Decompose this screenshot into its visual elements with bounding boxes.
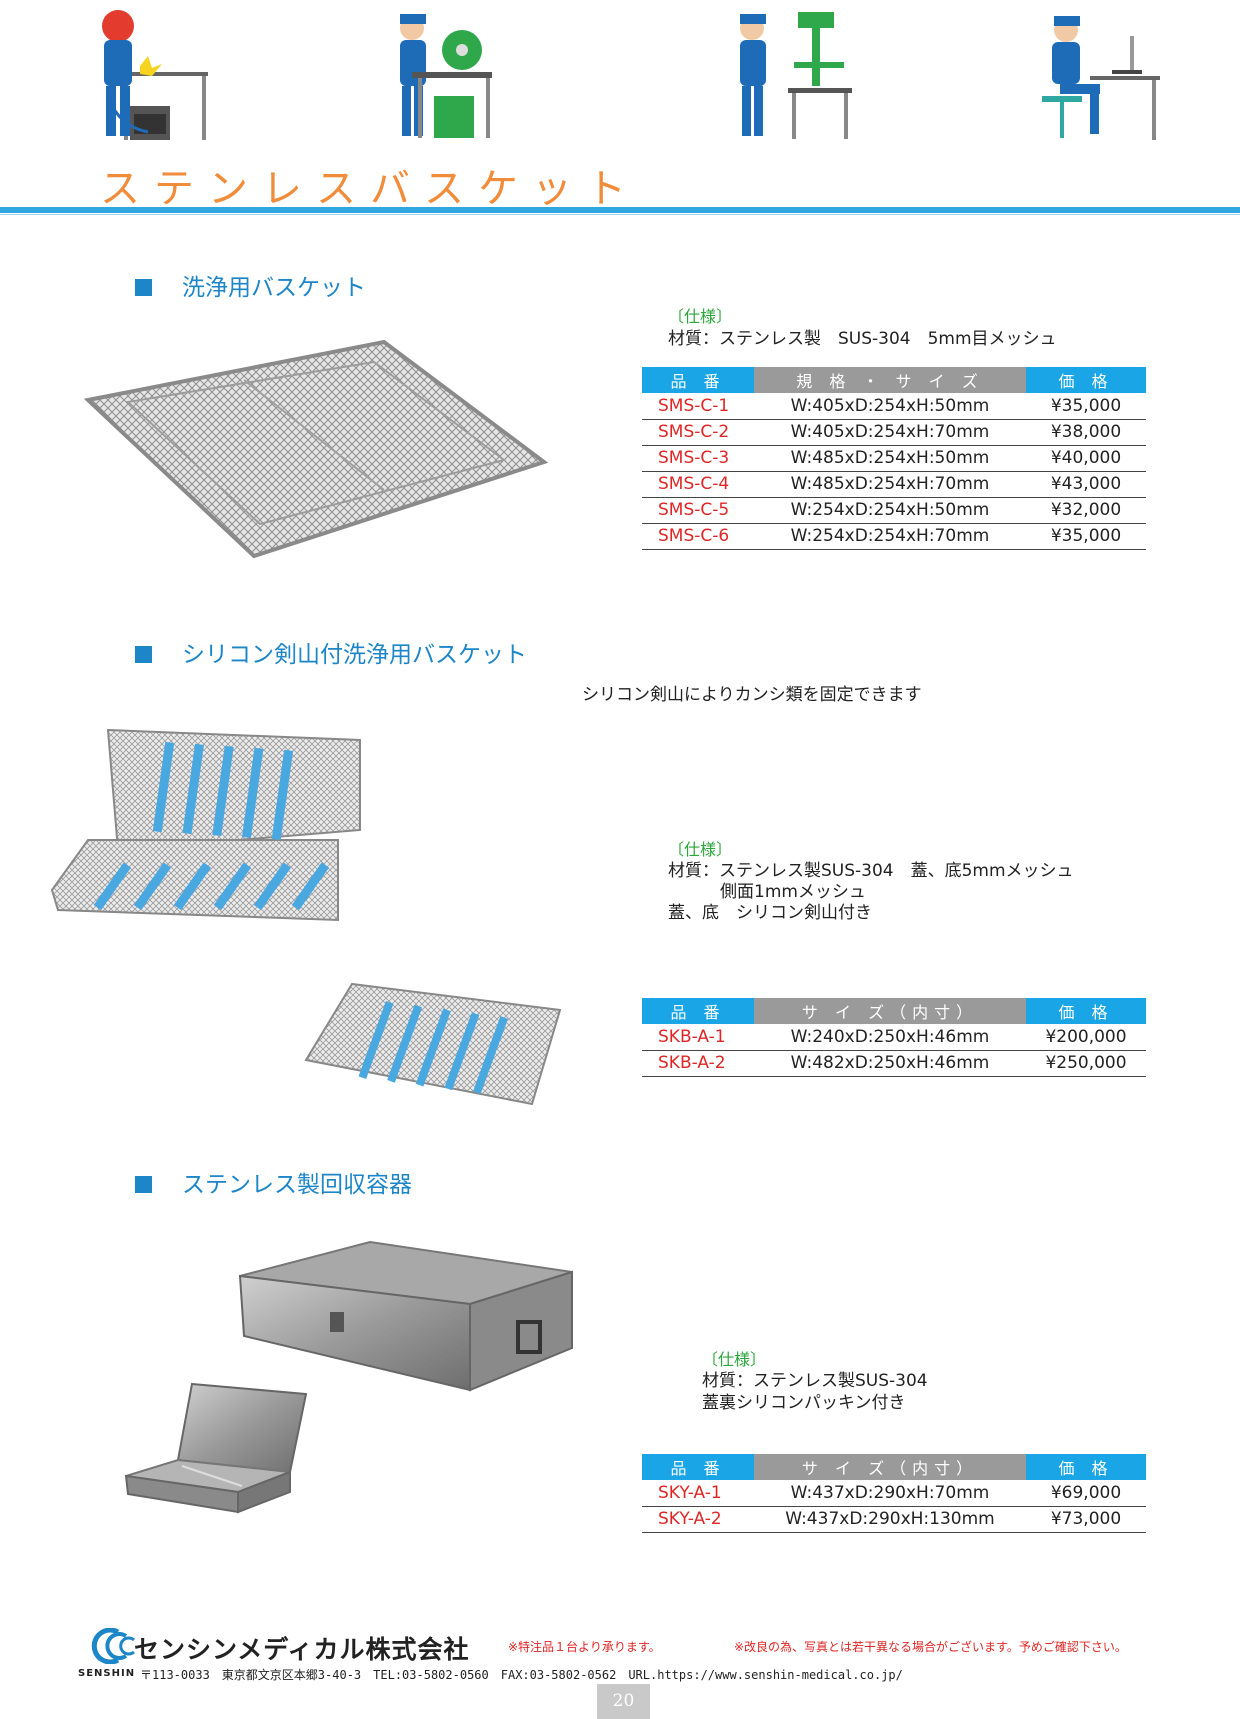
title-underline [0,207,1240,213]
square-bullet-icon [135,1176,152,1193]
product-price: ¥35,000 [1026,393,1146,420]
product-code: SKY-A-2 [642,1506,754,1533]
spec-material: 材質：ステンレス製 SUS-304 5mm目メッシュ [668,329,1057,349]
computer-worker-illustration [1042,16,1160,140]
page-title: ステンレスバスケット [100,166,640,212]
steel-container-closed-photo [238,1240,573,1392]
page-number: 20 [597,1684,650,1719]
product-size: W:485xD:254xH:50mm [754,445,1026,472]
product-price: ¥250,000 [1026,1050,1146,1077]
spec-silicone: 蓋、底 シリコン剣山付き [668,903,872,923]
col-header-size: 規 格 ・ サ イ ズ [754,367,1026,393]
spec-material: 材質：ステンレス製SUS-304 蓋、底5mmメッシュ [668,861,1074,881]
spec-lid-gasket: 蓋裏シリコンパッキン付き [702,1393,906,1413]
mesh-basket-photo [84,340,549,559]
section-heading-recovery-container: ステンレス製回収容器 [135,1165,412,1199]
company-name: センシンメディカル株式会社 [134,1635,470,1664]
product-code: SMS-C-3 [642,445,754,472]
section-heading-washing-basket: 洗浄用バスケット [135,268,366,302]
table-header-row: 品 番 規 格 ・ サ イ ズ 価 格 [642,367,1146,393]
welder-illustration [102,10,208,140]
product-code: SKB-A-2 [642,1050,754,1077]
product-code: SMS-C-2 [642,419,754,446]
drill-press-worker-illustration [740,12,852,139]
col-header-code: 品 番 [642,367,754,393]
product-size: W:405xD:254xH:70mm [754,419,1026,446]
product-code: SKY-A-1 [642,1480,754,1507]
product-price: ¥43,000 [1026,471,1146,498]
product-size: W:254xD:254xH:50mm [754,497,1026,524]
custom-order-note: ※特注品１台より承ります。 [508,1640,661,1654]
product-size: W:485xD:254xH:70mm [754,471,1026,498]
col-header-code: 品 番 [642,1454,754,1480]
title-underline-thin [0,214,1240,215]
product-size: W:254xD:254xH:70mm [754,523,1026,550]
square-bullet-icon [135,646,152,663]
product-size: W:240xD:250xH:46mm [754,1024,1026,1051]
table-header-row: 品 番 サ イ ズ（内寸） 価 格 [642,998,1146,1024]
senshin-logo-icon [91,1628,135,1664]
product-price: ¥35,000 [1026,523,1146,550]
product-price: ¥38,000 [1026,419,1146,446]
product-price: ¥200,000 [1026,1024,1146,1051]
steel-container-open-photo [124,1382,308,1514]
company-address: 〒113-0033 東京都文京区本郷3-40-3 TEL:03-5802-056… [140,1668,903,1682]
product-code: SMS-C-4 [642,471,754,498]
section-tagline: シリコン剣山によりカンシ類を固定できます [582,685,922,705]
spec-label: 〔仕様〕 [668,840,733,859]
cutter-worker-illustration [400,14,492,138]
col-header-price: 価 格 [1026,367,1146,393]
spec-side-mesh: 側面1mmメッシュ [720,882,866,902]
product-size: W:405xD:254xH:50mm [754,393,1026,420]
col-header-size: サ イ ズ（内寸） [754,1454,1026,1480]
product-size: W:482xD:250xH:46mm [754,1050,1026,1077]
product-code: SMS-C-5 [642,497,754,524]
silicone-basket-closed-photo [304,982,562,1106]
product-size: W:437xD:290xH:130mm [754,1506,1026,1533]
product-price: ¥73,000 [1026,1506,1146,1533]
col-header-price: 価 格 [1026,1454,1146,1480]
product-size: W:437xD:290xH:70mm [754,1480,1026,1507]
disclaimer-note: ※改良の為、写真とは若干異なる場合がございます。予めご確認下さい。 [734,1640,1127,1654]
col-header-price: 価 格 [1026,998,1146,1024]
col-header-size: サ イ ズ（内寸） [754,998,1026,1024]
silicone-basket-open-photo [50,728,361,922]
table-header-row: 品 番 サ イ ズ（内寸） 価 格 [642,1454,1146,1480]
product-price: ¥40,000 [1026,445,1146,472]
product-code: SKB-A-1 [642,1024,754,1051]
product-price: ¥32,000 [1026,497,1146,524]
company-logo-text: SENSHIN [78,1668,136,1679]
product-code: SMS-C-1 [642,393,754,420]
section-heading-silicone-basket: シリコン剣山付洗浄用バスケット [135,635,527,669]
square-bullet-icon [135,279,152,296]
spec-label: 〔仕様〕 [702,1350,767,1369]
col-header-code: 品 番 [642,998,754,1024]
product-code: SMS-C-6 [642,523,754,550]
product-price: ¥69,000 [1026,1480,1146,1507]
spec-label: 〔仕様〕 [668,307,733,326]
spec-material: 材質：ステンレス製SUS-304 [702,1371,928,1391]
